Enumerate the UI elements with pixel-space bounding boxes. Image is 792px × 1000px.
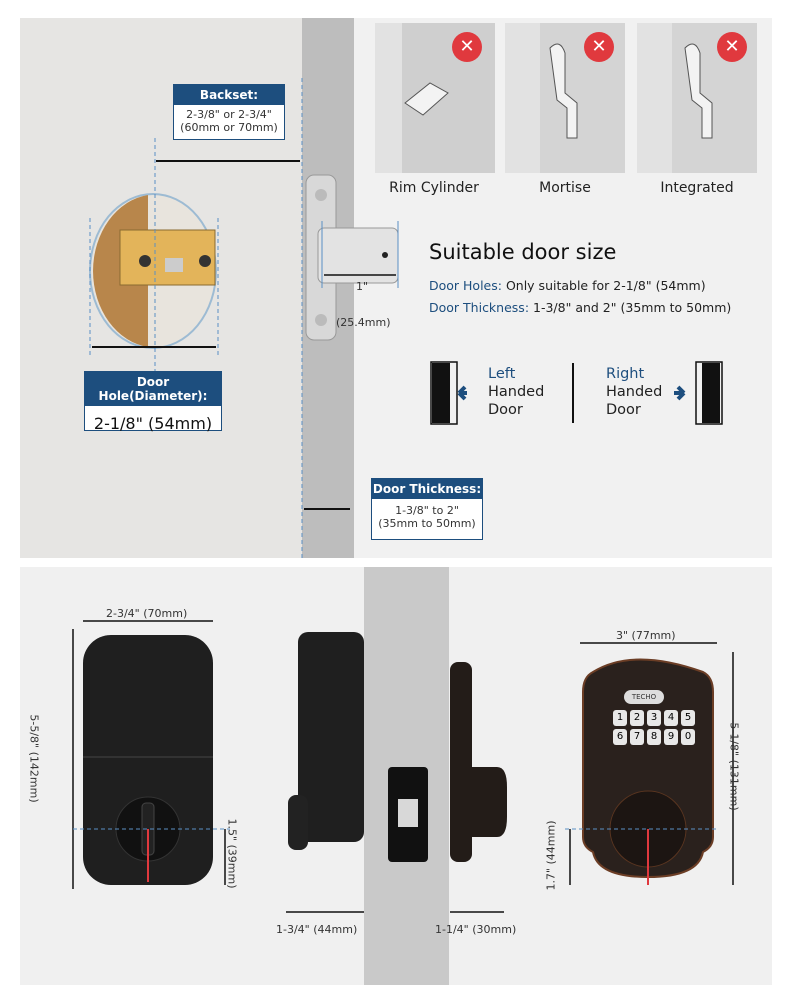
suitable-title: Suitable door size (429, 240, 617, 264)
door-thickness-label: Door Thickness: 1-3/8" to 2" (35mm to 50… (371, 478, 483, 540)
key-1[interactable]: 1 (613, 710, 627, 726)
interior-width: 2-3/4" (70mm) (106, 607, 188, 620)
mortise-label: Mortise (539, 180, 591, 196)
installation-panel: Backset: 2-3/8" or 2-3/4" (60mm or 70mm)… (20, 18, 772, 558)
key-4[interactable]: 4 (664, 710, 678, 726)
key-9[interactable]: 9 (664, 729, 678, 745)
key-3[interactable]: 3 (647, 710, 661, 726)
latch-length-mm: (25.4mm) (336, 316, 391, 329)
exterior-width: 3" (77mm) (616, 629, 676, 642)
door-hole-label: Door Hole(Diameter): 2-1/8" (54mm) (84, 371, 222, 433)
key-0[interactable]: 0 (681, 729, 695, 745)
interior-depth: 1-3/4" (44mm) (276, 923, 358, 936)
door-thickness-line: Door Thickness: 1-3/8" and 2" (35mm to 5… (429, 300, 732, 315)
exterior-center-height: 1.7" (44mm) (544, 820, 558, 891)
integrated-label: Integrated (660, 180, 734, 196)
x-icon: ✕ (584, 32, 614, 62)
rim-cylinder-label: Rim Cylinder (389, 180, 479, 196)
key-7[interactable]: 7 (630, 729, 644, 745)
keypad: 1 2 3 4 5 6 7 8 9 0 (613, 710, 695, 745)
x-icon: ✕ (717, 32, 747, 62)
exterior-height: 5-1/8" (131mm) (727, 722, 741, 811)
key-8[interactable]: 8 (647, 729, 661, 745)
interior-center-height: 1.5" (39mm) (225, 818, 239, 889)
key-6[interactable]: 6 (613, 729, 627, 745)
door-holes-line: Door Holes: Only suitable for 2-1/8" (54… (429, 278, 706, 293)
key-2[interactable]: 2 (630, 710, 644, 726)
exterior-depth: 1-1/4" (30mm) (435, 923, 517, 936)
interior-height: 5-5/8" (142mm) (27, 714, 41, 803)
dimensions-panel: 2-3/4" (70mm) 5-5/8" (142mm) 1.5" (39mm)… (20, 567, 772, 985)
left-handed-door: Left Handed Door (488, 366, 545, 418)
key-5[interactable]: 5 (681, 710, 695, 726)
right-handed-door: Right Handed Door (606, 366, 663, 418)
x-icon: ✕ (452, 32, 482, 62)
brand-logo: TECHO (624, 690, 664, 704)
latch-length: 1" (356, 280, 369, 293)
backset-label: Backset: 2-3/8" or 2-3/4" (60mm or 70mm) (173, 84, 285, 140)
